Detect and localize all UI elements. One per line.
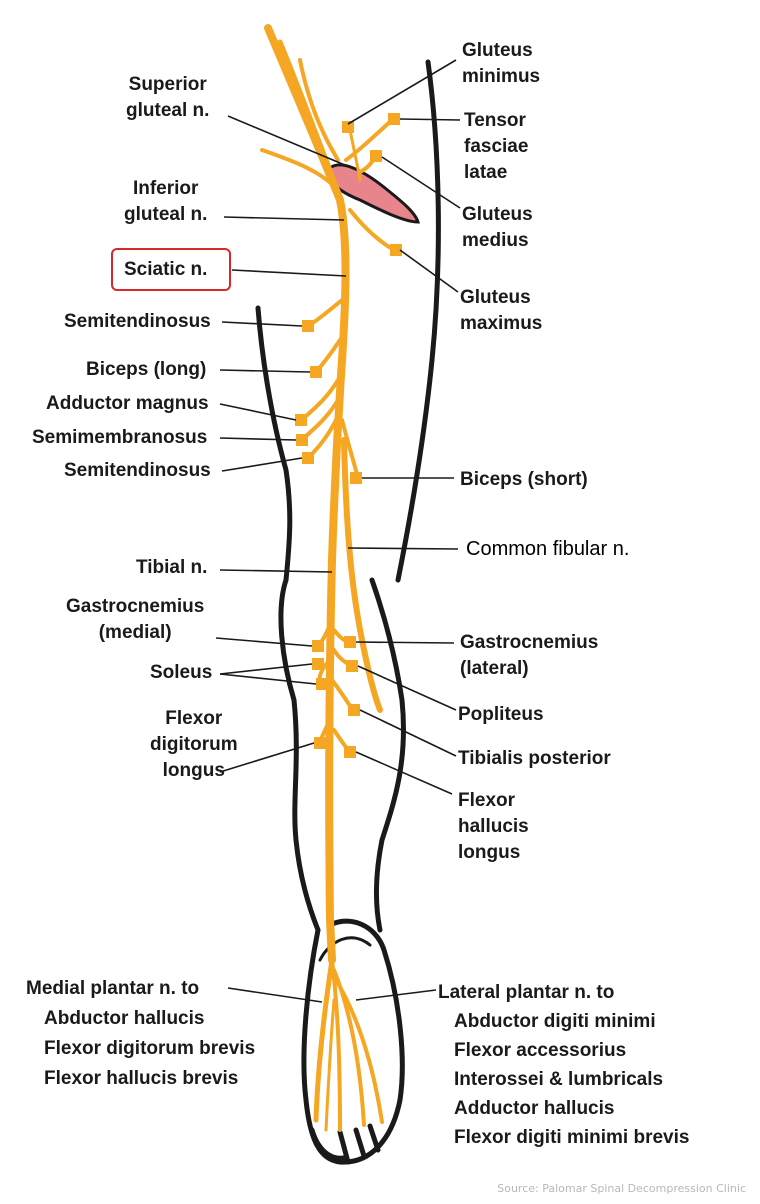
marker-adductor-magnus (295, 414, 307, 426)
leg-outline (255, 59, 441, 1165)
source-credit: Source: Palomar Spinal Decompression Cli… (497, 1182, 746, 1195)
muscle-markers (295, 113, 402, 758)
marker-gluteus-minimus (342, 121, 354, 133)
label-popliteus: Popliteus (458, 704, 544, 725)
label-biceps-long: Biceps (long) (86, 359, 207, 380)
marker-soleus-1 (312, 658, 324, 670)
label-biceps-short: Biceps (short) (460, 469, 588, 490)
label-gluteus-medius: Gluteus medius (462, 204, 533, 251)
marker-soleus-2 (316, 678, 328, 690)
label-adductor-magnus: Adductor magnus (46, 393, 209, 414)
marker-semitendinosus-2 (302, 452, 314, 464)
label-common-fibular-nerve: Common fibular n. (466, 538, 630, 560)
marker-semimembranosus (296, 434, 308, 446)
marker-gastrocnemius-lateral (344, 636, 356, 648)
marker-biceps-long (310, 366, 322, 378)
marker-semitendinosus (302, 320, 314, 332)
marker-popliteus (346, 660, 358, 672)
label-flexor-hallucis-longus: Flexor hallucis longus (458, 790, 529, 863)
marker-gastrocnemius-medial (312, 640, 324, 652)
label-soleus: Soleus (150, 662, 213, 683)
sciatic-highlight-box (111, 248, 231, 291)
label-semimembranosus: Semimembranosus (32, 427, 208, 448)
label-gastrocnemius-lateral: Gastrocnemius (lateral) (460, 632, 599, 679)
label-lateral-plantar-nerve: Lateral plantar n. to Abductor digiti mi… (438, 982, 690, 1148)
label-inferior-gluteal-nerve: Inferior gluteal n. (124, 178, 208, 225)
label-tibial-nerve: Tibial n. (136, 557, 208, 578)
marker-tibialis-posterior (348, 704, 360, 716)
marker-flexor-hallucis-longus (344, 746, 356, 758)
marker-flexor-digitorum-longus (314, 737, 326, 749)
label-semitendinosus-2: Semitendinosus (64, 460, 211, 481)
label-tensor-fasciae-latae: Tensor fasciae latae (464, 110, 529, 183)
label-flexor-digitorum-longus: Flexor digitorum longus (150, 708, 238, 781)
marker-tensor-fasciae-latae (388, 113, 400, 125)
label-gastrocnemius-medial: Gastrocnemius (medial) (66, 596, 205, 643)
label-tibialis-posterior: Tibialis posterior (458, 748, 611, 769)
leader-lines (215, 59, 461, 1003)
label-gluteus-minimus: Gluteus minimus (462, 40, 541, 87)
label-semitendinosus: Semitendinosus (64, 311, 211, 332)
marker-gluteus-medius (370, 150, 382, 162)
label-medial-plantar-nerve: Medial plantar n. to Abductor hallucis F… (26, 978, 256, 1089)
marker-gluteus-maximus (390, 244, 402, 256)
label-superior-gluteal-nerve: Superior gluteal n. (126, 74, 210, 121)
label-gluteus-maximus: Gluteus maximus (460, 287, 543, 334)
label-sciatic-nerve: Sciatic n. (124, 259, 208, 280)
marker-biceps-short (350, 472, 362, 484)
